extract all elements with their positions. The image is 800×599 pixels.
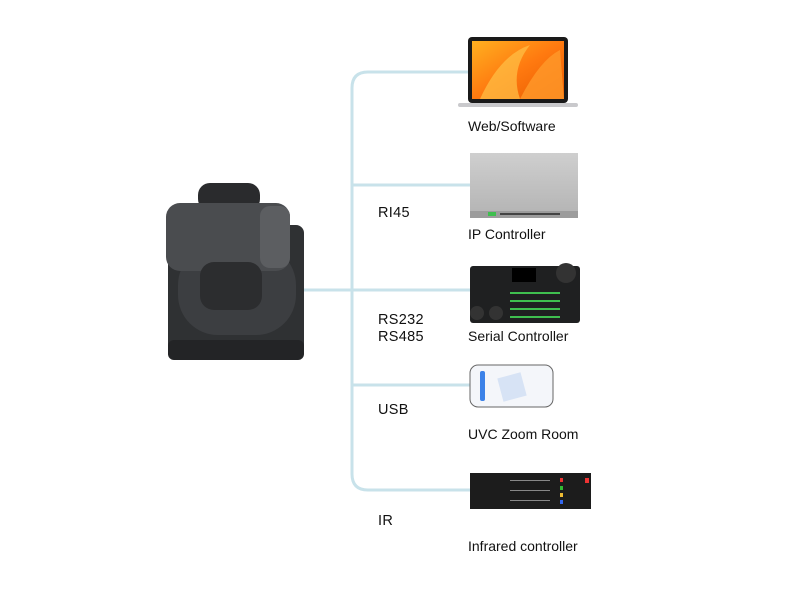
ptz-camera-icon <box>166 183 304 360</box>
connection-label-rs485: RS485 <box>378 329 424 345</box>
connection-label-usb: USB <box>378 402 409 418</box>
ip-controller-icon <box>470 153 578 218</box>
laptop-icon <box>458 37 578 107</box>
device-label-ir: Infrared controller <box>468 538 578 554</box>
phone-icon <box>469 364 554 408</box>
device-label-ip: IP Controller <box>468 226 546 242</box>
remote-control-icon <box>470 473 591 509</box>
connection-label-ir: IR <box>378 513 394 529</box>
trunk-line <box>350 70 470 492</box>
device-label-serial: Serial Controller <box>468 328 569 344</box>
connector-lines <box>298 70 470 492</box>
connection-label-rs232: RS232 <box>378 312 424 328</box>
connection-label-rj45: RI45 <box>378 205 410 221</box>
keyboard-controller-icon <box>470 263 580 323</box>
device-label-uvc: UVC Zoom Room <box>468 426 579 442</box>
device-label-web: Web/Software <box>468 118 556 134</box>
